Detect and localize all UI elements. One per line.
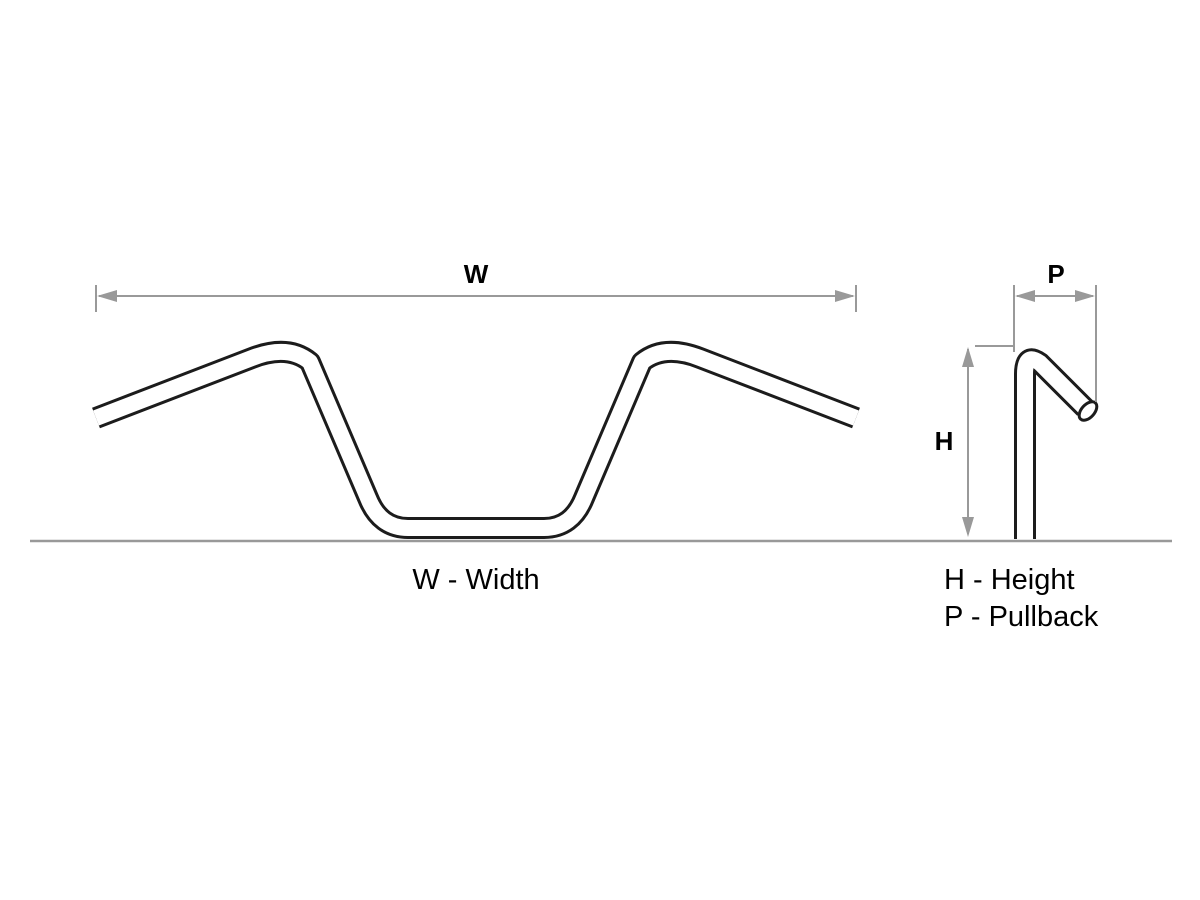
height-arrowhead-top: [962, 347, 974, 367]
handlebar-side-tube-fill: [1017, 351, 1091, 539]
legend-width: W - Width: [412, 564, 539, 596]
pullback-dimension: [1013, 285, 1097, 402]
width-dimension-letter: W: [464, 259, 489, 289]
height-dimension-letter: H: [935, 426, 954, 456]
height-arrowhead-bottom: [962, 517, 974, 537]
width-dimension: [95, 285, 857, 312]
pullback-arrowhead-left: [1015, 290, 1035, 302]
width-arrowhead-left: [97, 290, 117, 302]
pullback-arrowhead-right: [1075, 290, 1095, 302]
handlebar-front-tube-fill: [93, 343, 859, 536]
handlebar-front-view: [92, 340, 860, 539]
side-tube-end-opening: [1077, 400, 1099, 422]
handlebar-side-view: [1014, 348, 1099, 539]
legend-pullback: P - Pullback: [944, 601, 1099, 633]
pullback-dimension-letter: P: [1047, 259, 1064, 289]
width-arrowhead-right: [835, 290, 855, 302]
legend-height: H - Height: [944, 564, 1075, 596]
height-dimension: [962, 345, 1013, 537]
